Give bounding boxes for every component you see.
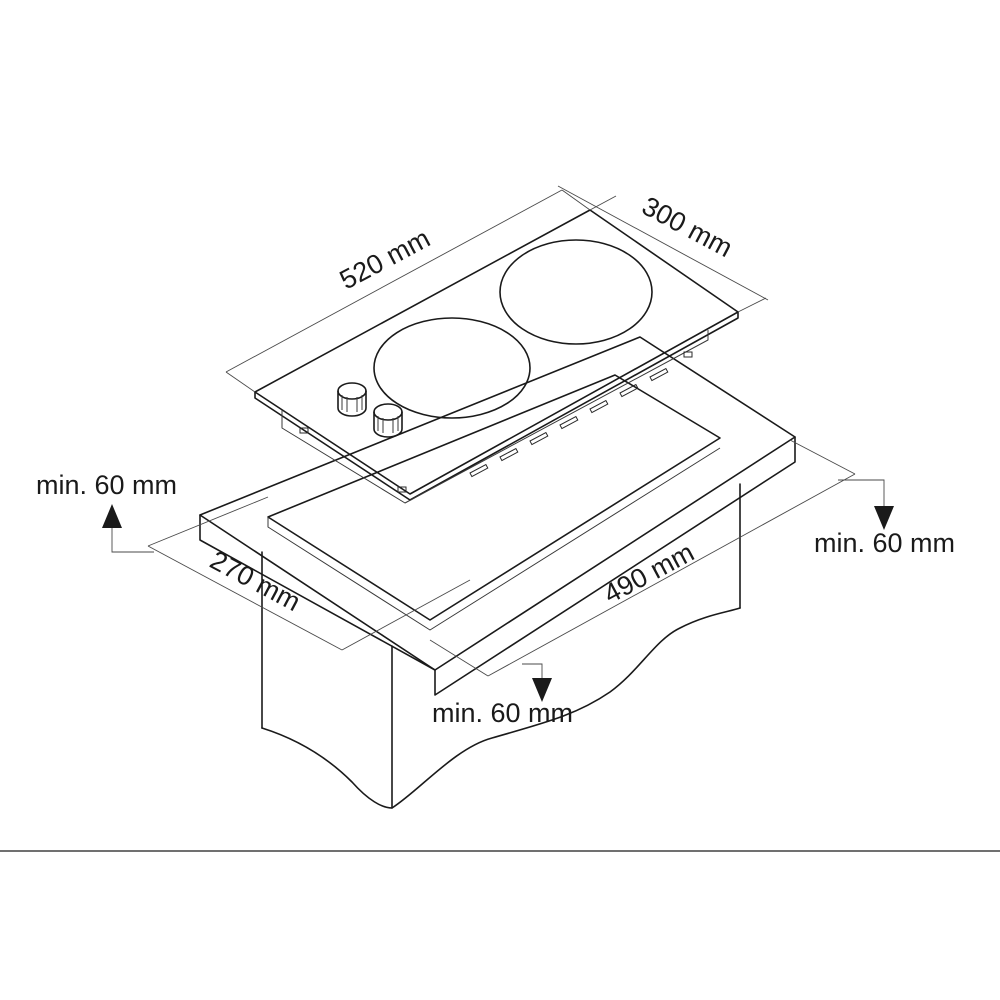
cabinet-break-line [261, 607, 741, 809]
cooking-zone-large [499, 239, 653, 345]
clearance-arrow-left [102, 504, 154, 553]
cooking-zone-small [373, 317, 531, 419]
control-knob-2 [373, 403, 403, 438]
dimension-lines-hob [225, 185, 769, 393]
label-clearance-front: min. 60 mm [432, 698, 573, 728]
worktop-top-face [199, 336, 796, 671]
clearance-arrow-right [838, 479, 894, 530]
label-cutout-depth: 270 mm [205, 545, 305, 617]
label-cutout-width: 490 mm [599, 537, 699, 609]
control-knob-1 [337, 382, 367, 417]
cabinet [199, 336, 796, 809]
worktop-front-face [434, 436, 796, 696]
arrow-down-icon [874, 506, 894, 530]
clearance-arrow-front [522, 663, 552, 702]
label-clearance-left: min. 60 mm [36, 470, 177, 500]
arrow-down-icon [532, 678, 552, 702]
arrow-up-icon [102, 504, 122, 528]
hob-body [281, 330, 709, 504]
label-hob-width: 520 mm [335, 223, 435, 295]
label-clearance-right: min. 60 mm [814, 528, 955, 558]
dimension-lines-cutout [147, 439, 856, 677]
cutout-inner-edge [267, 447, 721, 631]
worktop-front-edge [199, 514, 436, 671]
cutout-outline [267, 374, 721, 621]
vent-slots [299, 351, 693, 493]
hob [254, 209, 739, 504]
